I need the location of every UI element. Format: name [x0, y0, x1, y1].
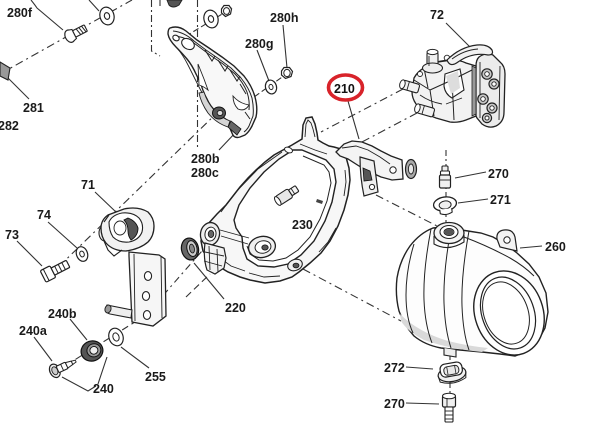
svg-text:210: 210	[334, 82, 355, 96]
svg-text:255: 255	[145, 370, 166, 384]
svg-text:270: 270	[488, 167, 509, 181]
svg-text:270: 270	[384, 397, 405, 411]
svg-text:240a: 240a	[19, 324, 48, 338]
svg-text:72: 72	[430, 8, 444, 22]
svg-text:230: 230	[292, 218, 313, 232]
svg-text:220: 220	[225, 301, 246, 315]
svg-text:280c: 280c	[191, 166, 219, 180]
svg-text:281: 281	[23, 101, 44, 115]
svg-text:240b: 240b	[48, 307, 77, 321]
svg-text:282: 282	[0, 119, 19, 133]
svg-text:280h: 280h	[270, 11, 299, 25]
svg-text:272: 272	[384, 361, 405, 375]
svg-text:73: 73	[5, 228, 19, 242]
svg-text:240: 240	[93, 382, 114, 396]
svg-text:260: 260	[545, 240, 566, 254]
svg-text:271: 271	[490, 193, 511, 207]
svg-text:280g: 280g	[245, 37, 274, 51]
svg-text:74: 74	[37, 208, 51, 222]
svg-text:71: 71	[81, 178, 95, 192]
svg-text:280f: 280f	[7, 6, 33, 20]
svg-text:280b: 280b	[191, 152, 220, 166]
